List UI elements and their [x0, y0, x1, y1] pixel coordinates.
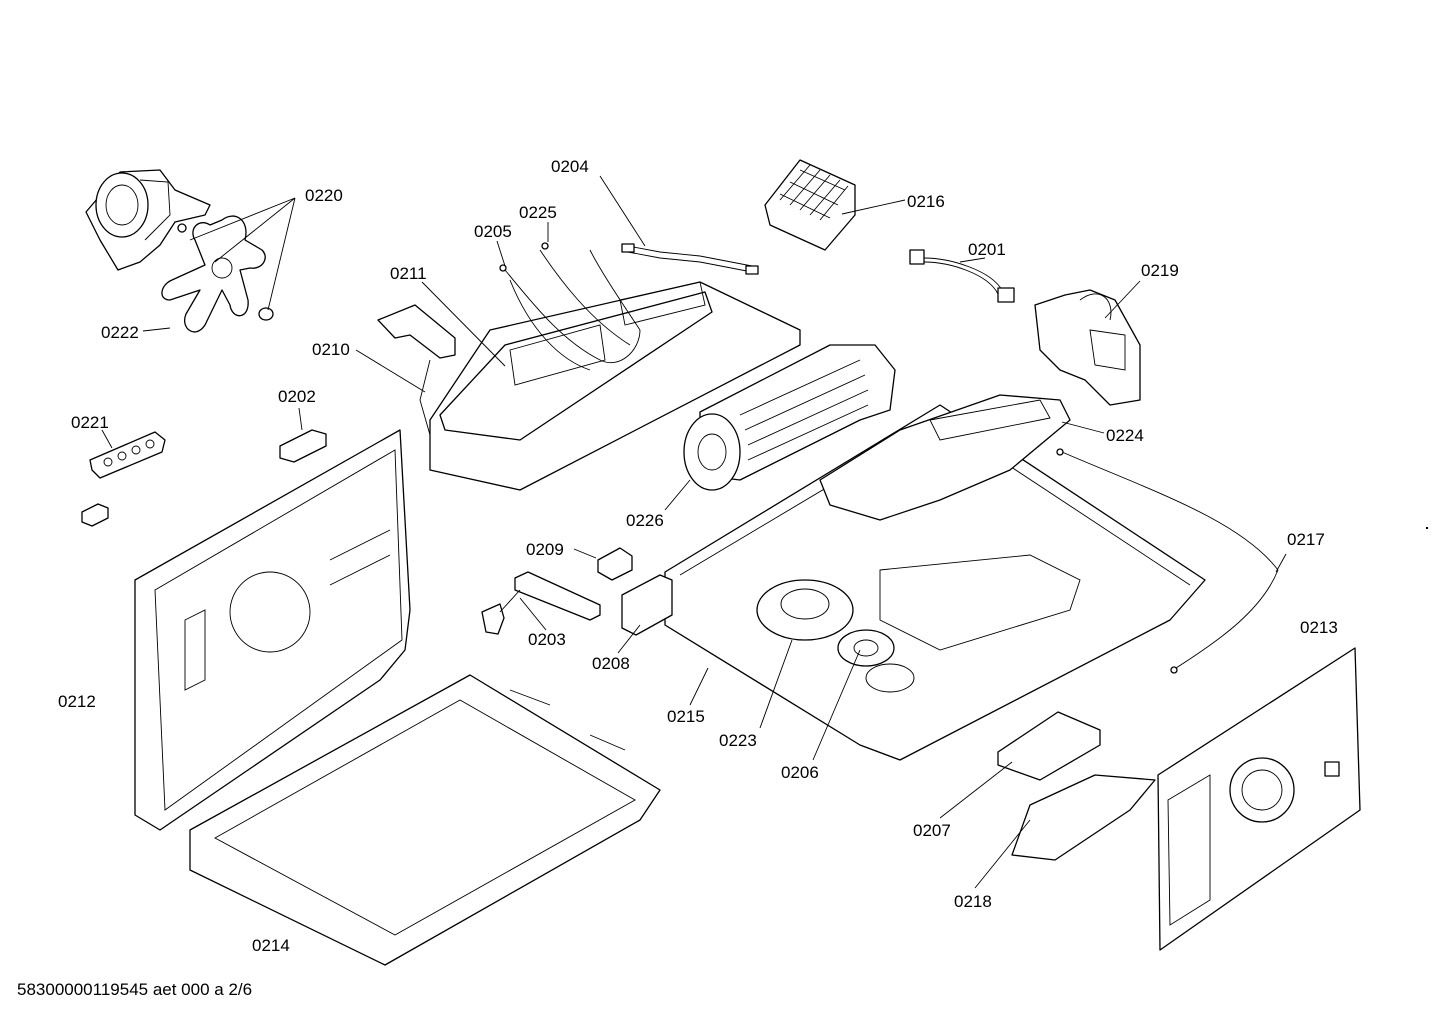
label-0217: 0217	[1287, 530, 1325, 549]
label-0210: 0210	[312, 340, 350, 359]
control-module-part	[377, 281, 801, 491]
document-id: 58300000119545 aet 000 a 2/6	[17, 980, 253, 999]
switch-block-part	[89, 431, 166, 479]
label-0216: 0216	[907, 192, 945, 211]
label-0218: 0218	[954, 892, 992, 911]
label-0205: 0205	[474, 222, 512, 241]
lamp-holder-part	[481, 571, 601, 635]
label-0225: 0225	[519, 203, 557, 222]
label-0208: 0208	[592, 654, 630, 673]
label-0206: 0206	[781, 763, 819, 782]
label-0223: 0223	[719, 731, 757, 750]
label-0212: 0212	[58, 692, 96, 711]
label-0215: 0215	[667, 707, 705, 726]
label-0213: 0213	[1300, 618, 1338, 637]
label-0222: 0222	[101, 323, 139, 342]
label-0221: 0221	[71, 413, 109, 432]
label-0207: 0207	[913, 821, 951, 840]
label-0226: 0226	[626, 511, 664, 530]
sensor-cable-part	[1056, 448, 1279, 674]
label-0224: 0224	[1106, 426, 1144, 445]
leader-lines	[101, 175, 1287, 889]
label-0204: 0204	[551, 157, 589, 176]
label-0219: 0219	[1141, 261, 1179, 280]
label-0209: 0209	[526, 540, 564, 559]
wiring-harness-part	[499, 242, 759, 371]
label-0214: 0214	[252, 936, 290, 955]
electronic-module-part	[997, 711, 1101, 781]
label-0202: 0202	[278, 387, 316, 406]
heat-sink-part	[764, 159, 856, 251]
terminal-part	[279, 429, 327, 463]
nut-part	[258, 307, 274, 321]
label-0201: 0201	[968, 240, 1006, 259]
cable-part	[909, 249, 1015, 303]
rear-panel-part	[1157, 647, 1361, 951]
connector-part	[81, 503, 109, 527]
label-0220: 0220	[305, 186, 343, 205]
label-0211: 0211	[390, 264, 427, 283]
relay-part	[621, 574, 673, 636]
fan-wheel-part	[161, 215, 266, 333]
thermostat-part	[597, 547, 633, 581]
bracket-part	[1034, 289, 1141, 406]
side-panel-part	[134, 429, 411, 831]
fan-motor-part	[85, 169, 211, 271]
base-tray-part	[664, 394, 1206, 761]
label-0203: 0203	[528, 630, 566, 649]
air-duct-part	[1011, 774, 1156, 861]
bottom-tray-part	[189, 674, 661, 966]
stray-mark	[1426, 527, 1428, 529]
tangential-fan-part	[683, 344, 896, 491]
